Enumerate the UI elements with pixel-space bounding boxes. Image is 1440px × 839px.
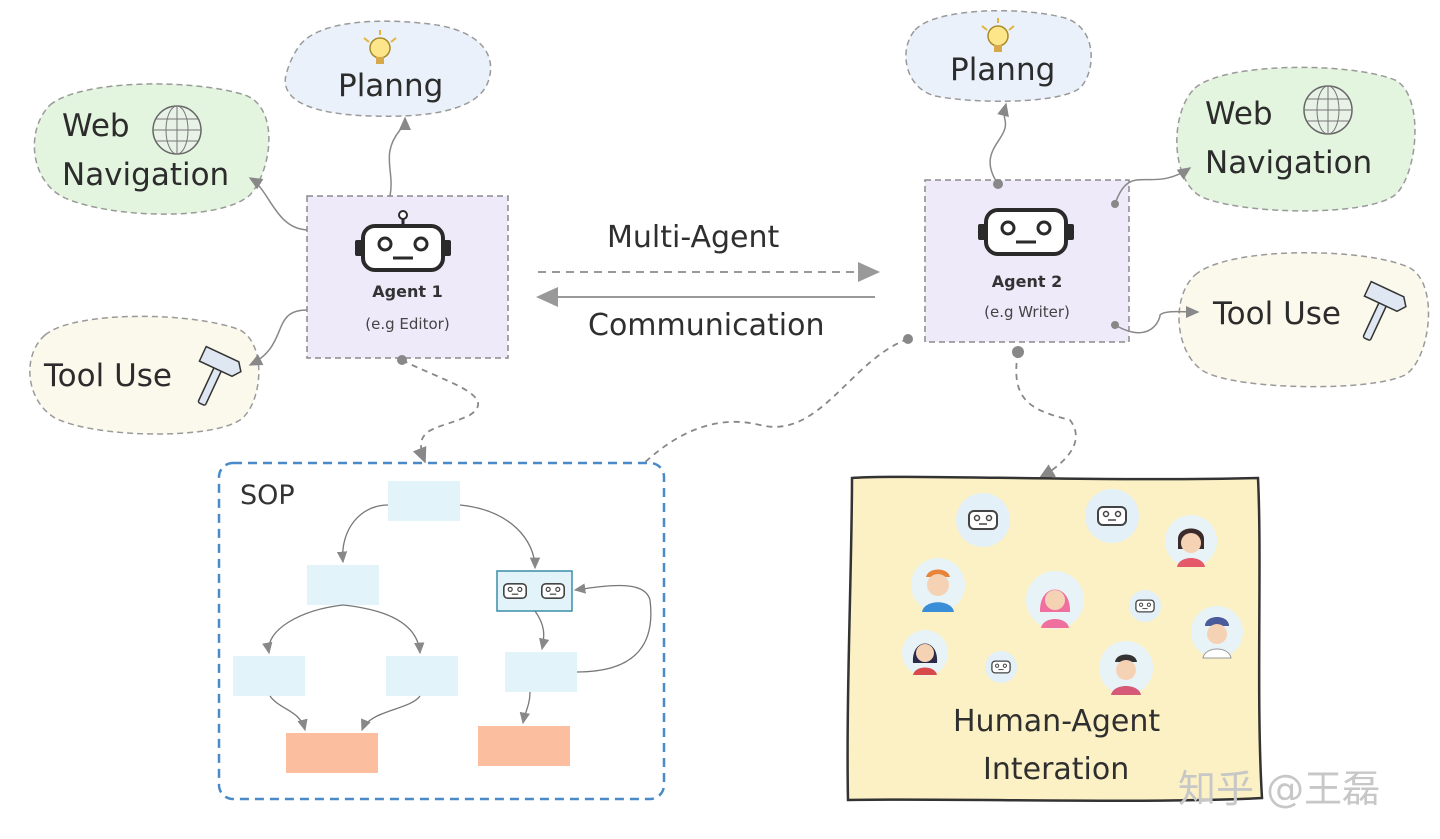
lightbulb-icon — [363, 30, 397, 64]
person-avatar-icon — [1026, 571, 1084, 629]
agent-2-box — [924, 179, 1130, 343]
web-navigation-cloud-1 — [33, 83, 270, 215]
robot-icon — [991, 660, 1011, 674]
agent-2-web-label-line2: Navigation — [1205, 145, 1373, 181]
sop-node — [233, 656, 305, 696]
communication-label-line2: Communication — [588, 308, 825, 343]
planning-cloud-1 — [284, 20, 492, 118]
robot-icon — [976, 208, 1076, 256]
robot-icon — [540, 582, 566, 600]
communication-label-line1: Multi-Agent — [607, 220, 780, 255]
watermark: 知乎 @王磊 — [1178, 767, 1381, 811]
robot-icon — [502, 582, 528, 600]
agent-1-web-label-line2: Navigation — [62, 157, 230, 193]
sop-node — [307, 565, 379, 605]
planning-cloud-2 — [905, 9, 1092, 102]
robot-icon — [1097, 506, 1127, 526]
sop-leaf-node — [286, 733, 378, 773]
agent-1-name: Agent 1 — [372, 282, 443, 301]
hammer-icon — [1362, 280, 1407, 341]
agent-1-web-label-line1: Web — [62, 108, 130, 144]
agent-1-planning-label: Planng — [338, 68, 444, 104]
globe-icon — [152, 105, 202, 155]
agent-2-tool-label: Tool Use — [1213, 296, 1341, 332]
human-agent-label-line2: Interation — [983, 752, 1130, 787]
person-avatar-icon — [911, 558, 965, 612]
robot-icon — [968, 510, 998, 530]
sop-leaf-node — [478, 726, 570, 766]
human-agent-panel — [846, 475, 1264, 802]
lightbulb-icon — [981, 18, 1015, 52]
hammer-icon — [197, 345, 242, 406]
agent-2-web-label-line1: Web — [1205, 96, 1273, 132]
sop-node — [386, 656, 458, 696]
robot-icon — [1135, 599, 1155, 613]
person-avatar-icon — [1165, 515, 1217, 567]
agent-2-name: Agent 2 — [991, 272, 1063, 291]
agent-1-box — [306, 195, 509, 359]
robot-icon — [353, 210, 453, 272]
human-agent-label-line1: Human-Agent — [953, 704, 1161, 739]
person-avatar-icon — [1191, 606, 1243, 659]
agent-2-role: (e.g Writer) — [984, 303, 1070, 321]
agent-1-role: (e.g Editor) — [365, 315, 450, 333]
sop-panel — [217, 461, 666, 801]
person-avatar-icon — [902, 630, 948, 676]
avatar-group — [902, 489, 1243, 695]
sop-node — [388, 481, 460, 521]
person-avatar-icon — [1099, 641, 1153, 695]
sop-flowchart — [233, 481, 652, 773]
agent-2-planning-label: Planng — [950, 52, 1056, 88]
agent-1-tool-label: Tool Use — [44, 358, 172, 394]
sop-node — [505, 652, 577, 692]
globe-icon — [1303, 85, 1353, 135]
sop-title: SOP — [240, 480, 295, 511]
tool-use-cloud-2 — [1178, 252, 1430, 388]
